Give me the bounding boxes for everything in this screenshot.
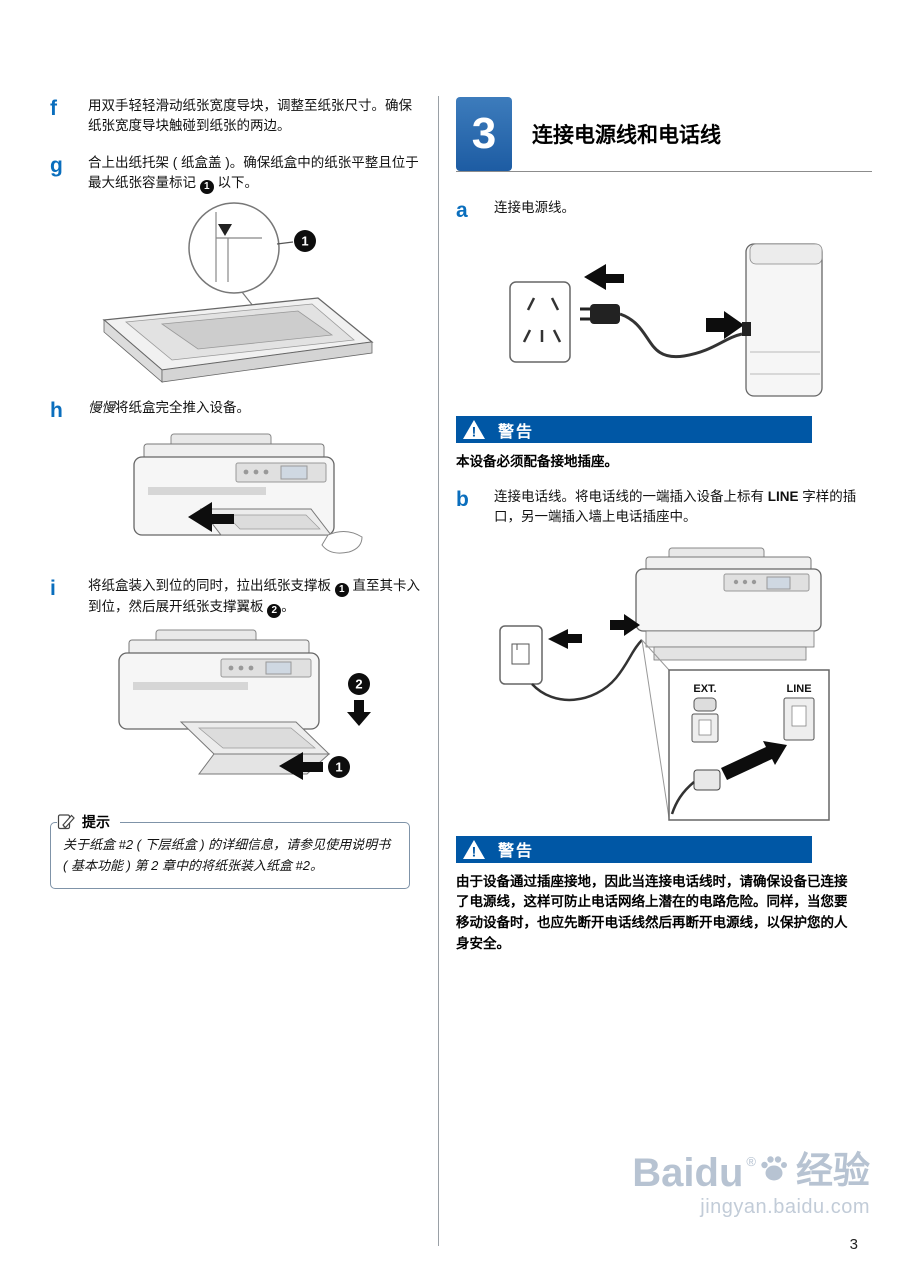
paper-support-illustration: 2 1 xyxy=(118,629,371,780)
section-title: 连接电源线和电话线 xyxy=(532,123,721,147)
insert-tray-illustration xyxy=(133,433,363,554)
step-a-text: 连接电源线。 xyxy=(494,200,575,215)
phone-line-illustration: EXT. LINE xyxy=(499,547,830,821)
section-header: 3 连接电源线和电话线 xyxy=(456,96,872,172)
step-letter-i: i xyxy=(50,576,56,600)
warning-title: 警告 xyxy=(498,423,535,441)
step-i: i 将纸盒装入到位的同时，拉出纸张支撑板 1 直至其卡入到位，然后展开纸张支撑翼… xyxy=(50,576,422,618)
warning-title: 警告 xyxy=(498,843,535,861)
step-g-text: 合上出纸托架 ( 纸盒盖 )。确保纸盒中的纸张平整且位于最大纸张容量标记 1 以… xyxy=(88,153,422,194)
warning-2-text: 由于设备通过插座接地，因此当连接电话线时，请确保设备已连接了电源线，这样可防止电… xyxy=(456,873,848,952)
svg-text:1: 1 xyxy=(335,759,342,774)
figure-insert-tray xyxy=(50,426,422,566)
warning-triangle-icon: ! xyxy=(463,420,485,440)
svg-text:2: 2 xyxy=(355,676,362,691)
step-i-text-pre: 将纸盒装入到位的同时，拉出纸张支撑板 xyxy=(88,577,335,593)
baidu-paw-icon xyxy=(761,1156,787,1181)
step-h-text: 慢慢将纸盒完全推入设备。 xyxy=(88,398,422,422)
note-pencil-icon xyxy=(57,814,75,830)
svg-text:!: ! xyxy=(472,424,477,440)
column-divider xyxy=(438,96,439,1246)
baidu-watermark-url: jingyan.baidu.com xyxy=(700,1196,870,1218)
step-h-italic: 慢慢 xyxy=(88,399,115,415)
step-i-text-post: 。 xyxy=(281,598,295,614)
step-letter-g: g xyxy=(50,153,63,177)
svg-text:LINE: LINE xyxy=(786,683,811,695)
step-b-text-pre: 连接电话线。将电话线的一端插入设备上标有 xyxy=(494,489,768,505)
warning-triangle-icon: ! xyxy=(463,839,485,859)
baidu-watermark: Baidu ® 经验 jingyan.baidu.com xyxy=(632,1150,870,1219)
figure-paper-support: 2 1 xyxy=(50,624,422,792)
paper-tray-illustration: 1 xyxy=(102,202,374,383)
callout-1-badge: 1 xyxy=(334,582,349,597)
note-box: 提示 关于纸盒 #2 ( 下层纸盒 ) 的详细信息，请参见使用说明书 ( 基本功… xyxy=(50,811,410,890)
step-b-text: 连接电话线。将电话线的一端插入设备上标有 LINE 字样的插口，另一端插入墙上电… xyxy=(494,487,872,528)
step-letter-b: b xyxy=(456,488,469,512)
step-i-text: 将纸盒装入到位的同时，拉出纸张支撑板 1 直至其卡入到位，然后展开纸张支撑翼板 … xyxy=(88,576,422,618)
note-title: 提示 xyxy=(82,813,110,830)
step-h-rest: 将纸盒完全推入设备。 xyxy=(115,399,250,415)
registered-mark: ® xyxy=(746,1154,756,1169)
warning-1-text: 本设备必须配备接地插座。 xyxy=(456,454,618,470)
step-g-text-pre: 合上出纸托架 ( 纸盒盖 )。确保纸盒中的纸张平整且位于最大纸张容量标记 xyxy=(88,154,419,190)
step-b: b 连接电话线。将电话线的一端插入设备上标有 LINE 字样的插口，另一端插入墙… xyxy=(456,487,872,528)
right-column: 3 连接电源线和电话线 a 连接电源线。 xyxy=(456,96,872,969)
section-number: 3 xyxy=(456,96,512,171)
step-g-text-post: 以下。 xyxy=(213,174,259,190)
svg-text:EXT.: EXT. xyxy=(693,683,716,695)
step-letter-a: a xyxy=(456,199,468,222)
step-b-line-keyword: LINE xyxy=(767,489,799,505)
step-g: g 合上出纸托架 ( 纸盒盖 )。确保纸盒中的纸张平整且位于最大纸张容量标记 1… xyxy=(50,153,422,194)
step-letter-h: h xyxy=(50,398,63,422)
svg-text:1: 1 xyxy=(301,233,308,248)
note-legend: 提示 xyxy=(57,811,120,832)
warning-banner-2: ! 警告 xyxy=(456,835,812,863)
note-text: 关于纸盒 #2 ( 下层纸盒 ) 的详细信息，请参见使用说明书 ( 基本功能 )… xyxy=(63,836,391,873)
baidu-brand-text: Baidu xyxy=(632,1151,744,1195)
figure-power-cord xyxy=(456,230,872,410)
step-f: f 用双手轻轻滑动纸张宽度导块，调整至纸张尺寸。确保纸张宽度导块触碰到纸张的两边… xyxy=(50,96,422,137)
page-number: 3 xyxy=(849,1236,858,1253)
power-cord-illustration xyxy=(509,243,823,397)
baidu-jingyan-text: 经验 xyxy=(796,1150,870,1191)
figure-phone-line: EXT. LINE xyxy=(456,534,872,830)
step-a: a 连接电源线。 xyxy=(456,198,872,222)
figure-paper-tray: 1 xyxy=(50,198,422,388)
step-b-text-post: 字样的插口，另一端插入墙上电话插座中。 xyxy=(494,489,857,525)
step-i-text-mid: 直至其卡入到位，然后展开纸张支撑翼板 xyxy=(88,577,421,614)
svg-text:!: ! xyxy=(472,843,477,859)
left-column: f 用双手轻轻滑动纸张宽度导块，调整至纸张尺寸。确保纸张宽度导块触碰到纸张的两边… xyxy=(50,96,422,890)
callout-1-badge: 1 xyxy=(199,179,214,194)
step-h: h 慢慢将纸盒完全推入设备。 xyxy=(50,398,422,422)
callout-2-badge: 2 xyxy=(267,603,282,618)
step-letter-f: f xyxy=(50,97,57,120)
warning-banner-1: ! 警告 xyxy=(456,416,812,444)
baidu-watermark-brand: Baidu ® 经验 xyxy=(632,1150,870,1195)
step-f-text: 用双手轻轻滑动纸张宽度导块，调整至纸张尺寸。确保纸张宽度导块触碰到纸张的两边。 xyxy=(88,98,412,134)
